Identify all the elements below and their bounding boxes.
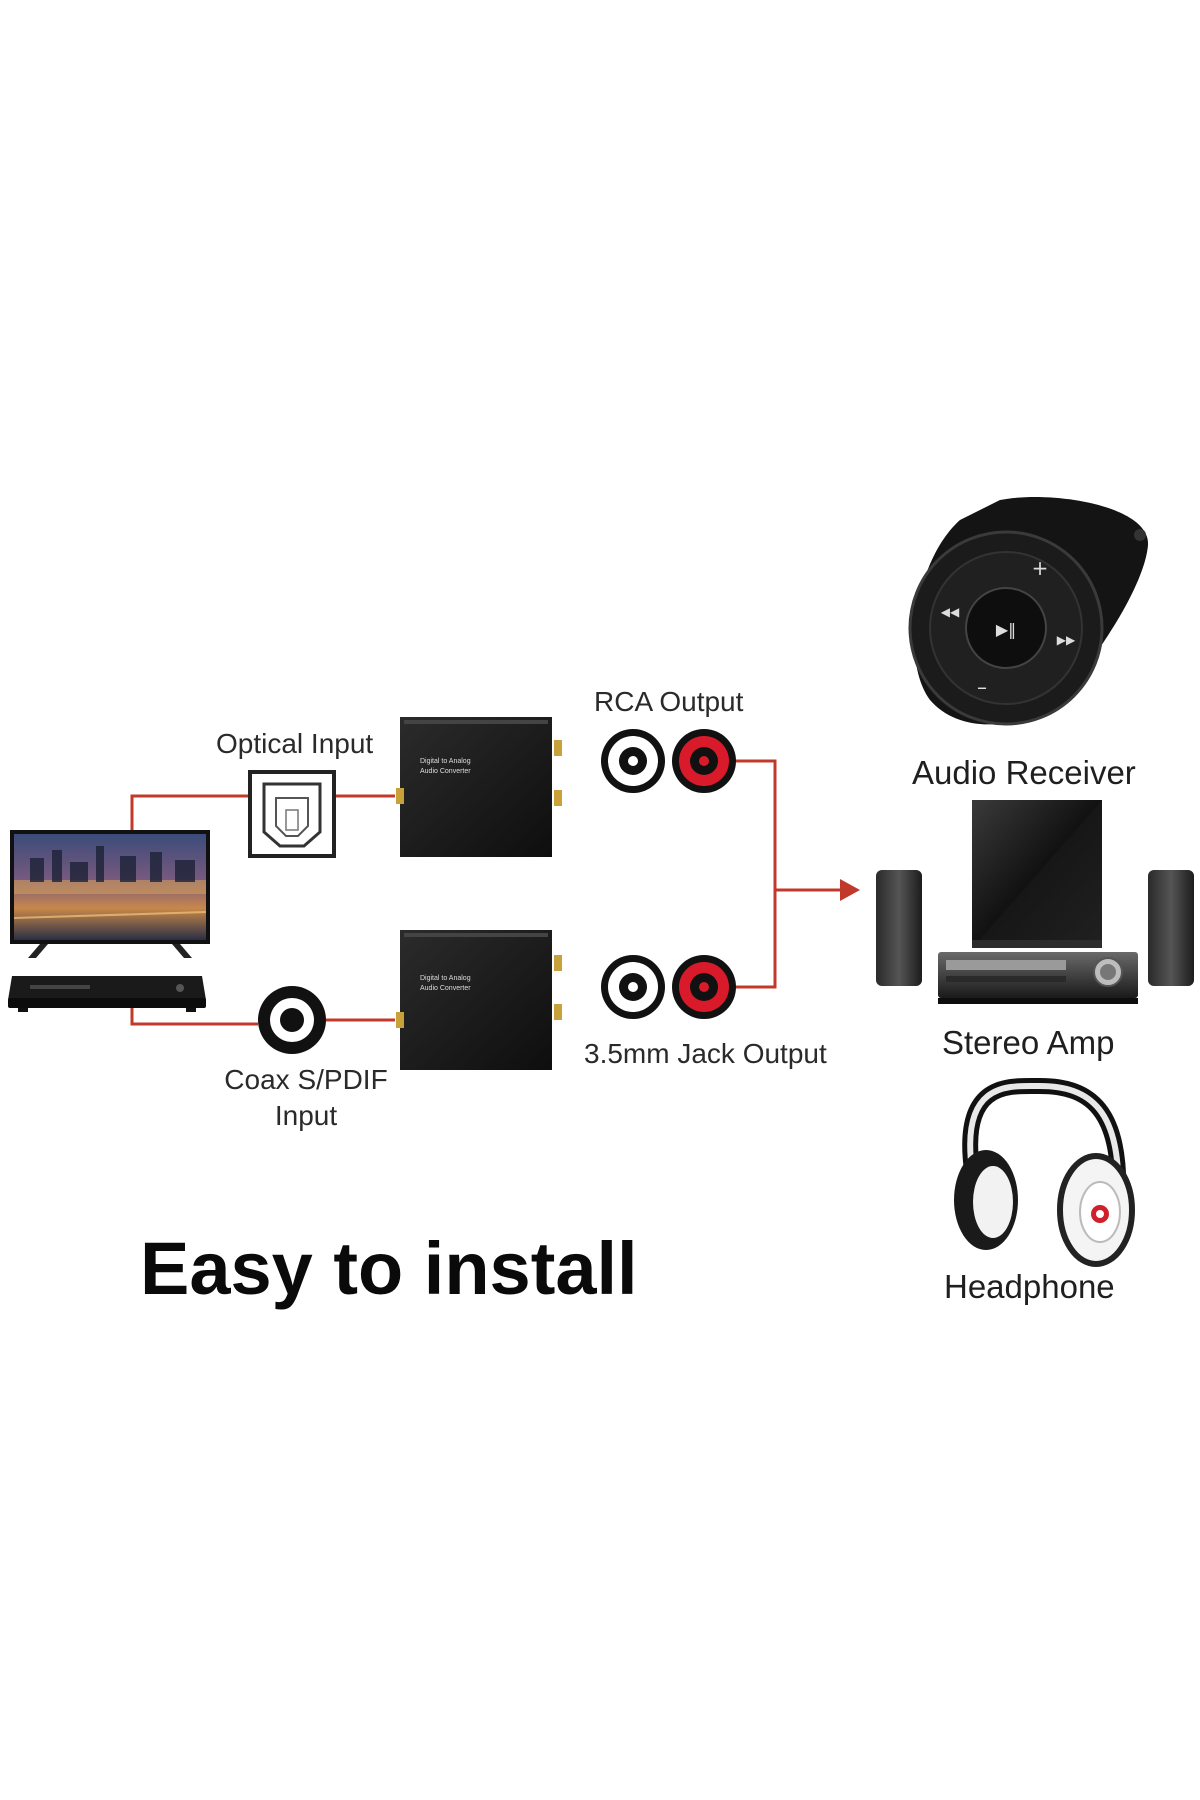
headline: Easy to install <box>140 1227 638 1310</box>
rca-jack-white-top <box>601 729 665 793</box>
tv-icon <box>10 830 210 958</box>
converter-bottom: Digital to Analog Audio Converter <box>396 930 562 1070</box>
stereo-amp-icon <box>876 800 1194 1004</box>
plus-icon: + <box>1032 556 1049 580</box>
cables <box>130 759 845 1026</box>
dvd-player-icon <box>8 976 206 1012</box>
label-rca-output: RCA Output <box>594 686 744 717</box>
converter-bottom-text-2: Audio Converter <box>420 985 471 992</box>
cable-rca-bottom <box>735 890 777 989</box>
audio-receiver-icon: ▶‖ + – ◀◀ ▶▶ <box>908 497 1149 726</box>
converter-bottom-text-1: Digital to Analog <box>420 975 471 982</box>
minus-icon: – <box>977 675 987 699</box>
rca-jack-red-bottom <box>672 955 736 1019</box>
rca-jack-white-bottom <box>601 955 665 1019</box>
label-coax-input: Coax S/PDIF Input <box>218 1066 394 1130</box>
cable-rca-top <box>735 759 777 890</box>
coax-port-icon <box>258 986 326 1054</box>
cable-dvd-coax <box>130 1002 258 1026</box>
arrow-head <box>840 879 860 901</box>
label-jack-output: 3.5mm Jack Output <box>584 1038 827 1069</box>
rca-jack-red-top <box>672 729 736 793</box>
label-optical-input: Optical Input <box>216 728 374 759</box>
cable-tv-optical <box>130 794 250 832</box>
previous-icon: ◀◀ <box>941 605 960 619</box>
converter-top-text-1: Digital to Analog <box>420 758 471 765</box>
label-audio-receiver: Audio Receiver <box>912 754 1136 791</box>
label-stereo-amp: Stereo Amp <box>942 1024 1115 1061</box>
label-coax-input-line2: Input <box>274 1100 338 1131</box>
converter-top: Digital to Analog Audio Converter <box>396 717 562 857</box>
play-pause-icon: ▶‖ <box>996 620 1016 639</box>
converter-top-text-2: Audio Converter <box>420 768 471 775</box>
label-coax-input-line1: Coax S/PDIF <box>224 1064 388 1095</box>
next-icon: ▶▶ <box>1057 633 1076 647</box>
label-headphone: Headphone <box>944 1268 1115 1305</box>
headphone-icon <box>954 1077 1135 1267</box>
optical-port-icon <box>248 770 336 858</box>
